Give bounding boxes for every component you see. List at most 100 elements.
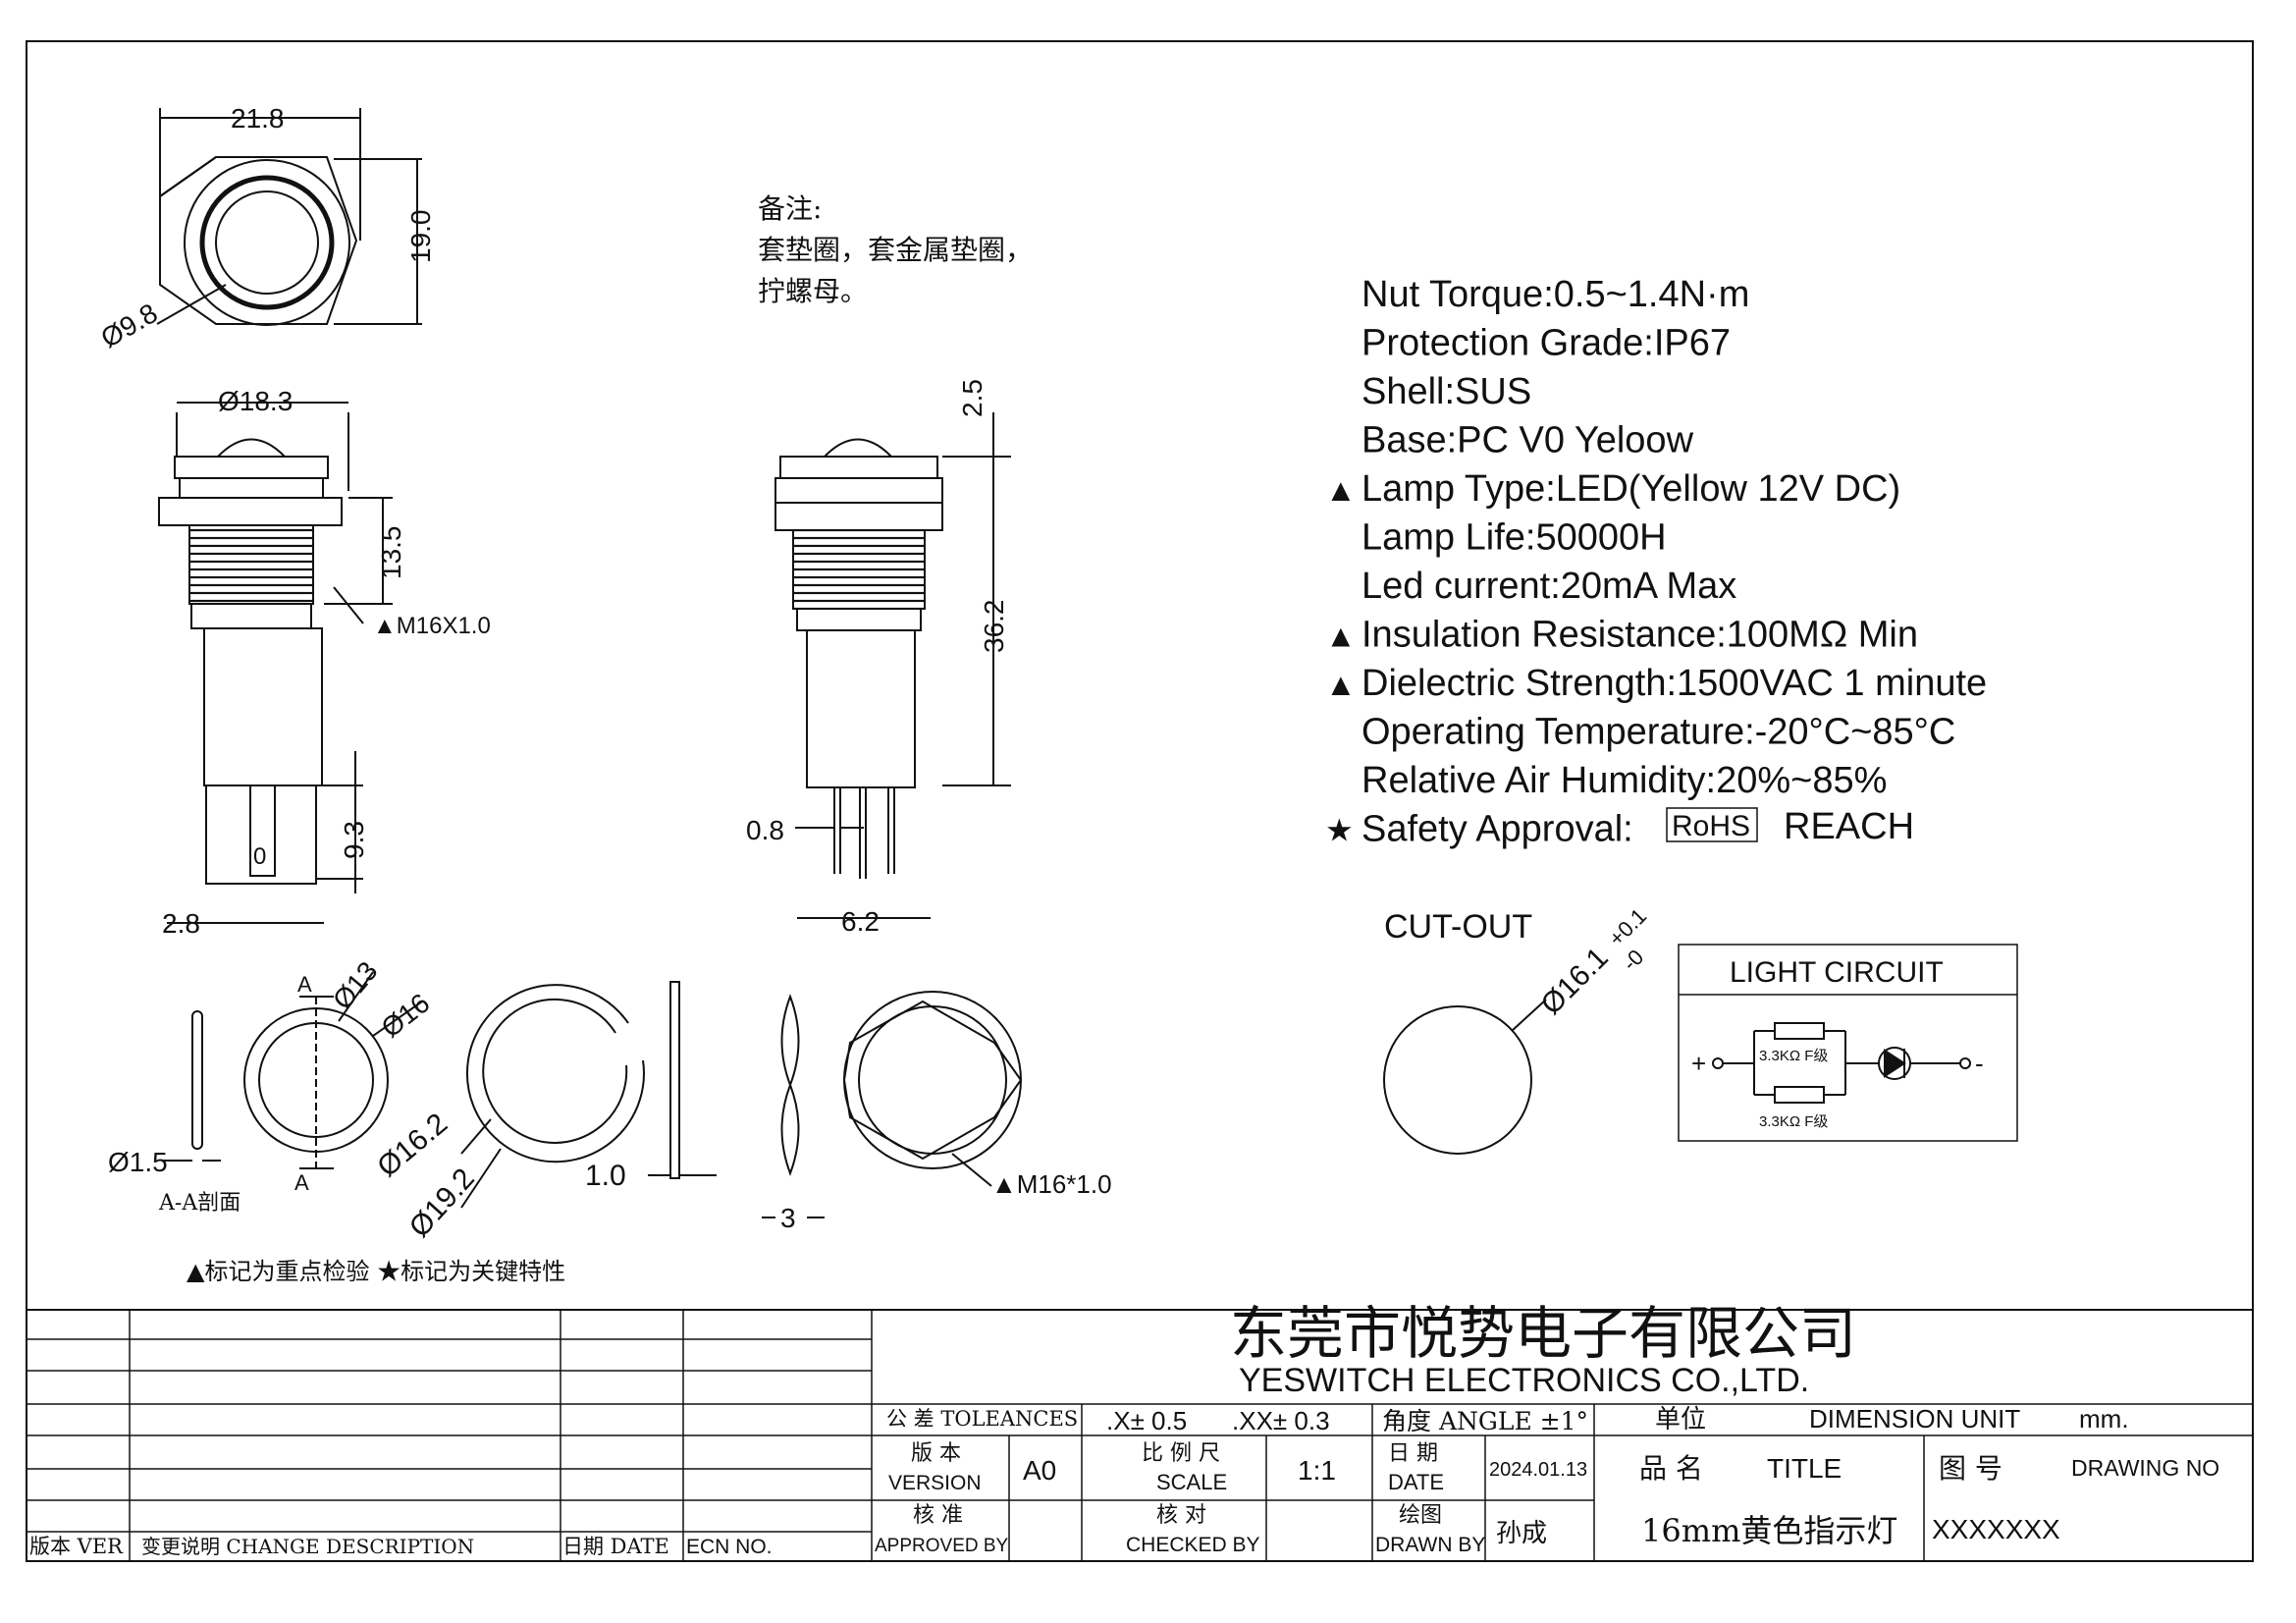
circuit-r1: 3.3KΩ F级 — [1759, 1048, 1828, 1064]
circuit-minus: - — [1975, 1049, 1984, 1078]
front-view — [774, 412, 1011, 919]
spec-mark: ▲ — [1325, 619, 1357, 654]
spec-item: Insulation Resistance:100MΩ Min — [1362, 615, 1918, 656]
drawn-cn: 绘图 — [1399, 1503, 1442, 1528]
spec-item: Lamp Type:LED(Yellow 12V DC) — [1362, 468, 1900, 510]
reach-label: REACH — [1784, 806, 1914, 847]
spec-mark: ▲ — [1325, 667, 1357, 702]
section-a-top: A — [297, 972, 312, 997]
tol-angle: 角度 ANGLE ±1° — [1382, 1407, 1588, 1435]
circuit-plus: + — [1691, 1049, 1706, 1078]
company-en: YESWITCH ELECTRONICS CO.,LTD. — [1239, 1362, 1809, 1399]
side-thread-len: 13.5 — [376, 526, 406, 580]
unit-en: DIMENSION UNIT — [1809, 1404, 2020, 1434]
name-cn: 品 名 — [1639, 1452, 1703, 1485]
legend-text: ▲标记为重点检验 ★标记为关键特性 — [187, 1258, 565, 1285]
top-height-dim: 19.0 — [405, 210, 436, 264]
ring-outer-dia: Ø19.2 — [403, 1163, 481, 1244]
unit-cn: 单位 — [1655, 1405, 1706, 1434]
notes-line2: 拧螺母。 — [758, 275, 868, 307]
spec-item: Nut Torque:0.5~1.4N·m — [1362, 274, 1749, 315]
sheet-border — [26, 40, 2254, 1562]
cutout-title: CUT-OUT — [1384, 908, 1532, 946]
cutout-tol-plus: +0.1 — [1604, 903, 1651, 950]
cutout-dia: Ø16.1 — [1535, 942, 1615, 1021]
scale-cn: 比 例 尺 — [1142, 1441, 1220, 1466]
front-pin-pitch: 6.2 — [841, 906, 880, 937]
parts-row — [162, 971, 1023, 1218]
ring-thickness: 1.0 — [585, 1160, 626, 1192]
rohs-label: RoHS — [1672, 810, 1750, 842]
date-cn: 日 期 — [1388, 1441, 1438, 1466]
title-block-grid — [27, 1310, 2253, 1561]
front-pin-w: 0.8 — [746, 815, 784, 845]
top-view — [156, 108, 422, 326]
spec-item: Dielectric Strength:1500VAC 1 minute — [1362, 663, 1987, 704]
circuit-r2: 3.3KΩ F级 — [1759, 1113, 1828, 1130]
front-dome-h: 2.5 — [957, 379, 988, 417]
washer-outer-dia: Ø16 — [376, 988, 436, 1044]
side-thread-spec: ▲M16X1.0 — [373, 613, 491, 639]
drawn-en: DRAWN BY — [1375, 1534, 1485, 1556]
tol-x: .X± 0.5 — [1106, 1406, 1187, 1435]
version-en: VERSION — [888, 1472, 982, 1494]
side-pin-label: 0 — [253, 843, 266, 870]
company-cn: 东莞市悦势电子有限公司 — [1230, 1300, 1856, 1367]
approved-en: APPROVED BY — [875, 1536, 1009, 1556]
scale-val: 1:1 — [1298, 1455, 1336, 1486]
cutout-circle — [1383, 1005, 1532, 1155]
date-en: DATE — [1388, 1470, 1444, 1494]
circuit-title: LIGHT CIRCUIT — [1730, 956, 1944, 989]
spec-mark: ▲ — [1325, 472, 1357, 508]
title-en: TITLE — [1767, 1453, 1842, 1484]
washer-inner-dia: Ø13 — [327, 955, 384, 1014]
nut-thread: ▲M16*1.0 — [991, 1169, 1112, 1199]
spring-thickness: 3 — [780, 1203, 796, 1233]
spec-item: Safety Approval: — [1362, 809, 1633, 850]
notes-line1: 套垫圈，套金属垫圈， — [758, 234, 1033, 266]
date-val: 2024.01.13 — [1489, 1459, 1587, 1481]
spec-item: Base:PC V0 Yeloow — [1362, 420, 1694, 461]
dwg-no: XXXXXXX — [1932, 1514, 2060, 1544]
spec-item: Lamp Life:50000H — [1362, 517, 1667, 559]
rev-desc: 变更说明 CHANGE DESCRIPTION — [141, 1535, 474, 1558]
tol-label: 公 差 TOLEANCES — [886, 1407, 1078, 1431]
oring-dia: Ø1.5 — [108, 1147, 168, 1177]
dwg-cn: 图 号 — [1939, 1452, 2002, 1485]
rohs-box — [1666, 807, 1758, 842]
side-pin-len: 9.3 — [339, 821, 369, 859]
checked-cn: 核 对 — [1156, 1503, 1206, 1528]
spec-item: Operating Temperature:-20°C~85°C — [1362, 712, 1955, 753]
drawn-val: 孙成 — [1496, 1519, 1547, 1548]
light-circuit — [1678, 944, 2018, 1142]
ring-inner-dia: Ø16.2 — [371, 1108, 454, 1184]
dwg-en: DRAWING NO — [2071, 1455, 2219, 1481]
spec-item: Shell:SUS — [1362, 371, 1531, 412]
scale-en: SCALE — [1156, 1470, 1227, 1494]
product-name: 16mm黄色指示灯 — [1641, 1512, 1897, 1549]
front-body-h: 36.2 — [979, 600, 1009, 654]
unit-val: mm. — [2079, 1404, 2129, 1434]
tol-xx: .XX± 0.3 — [1232, 1406, 1330, 1435]
section-label: A-A剖面 — [158, 1191, 240, 1216]
rev-date: 日期 DATE — [562, 1535, 669, 1558]
top-width-dim: 21.8 — [231, 103, 285, 134]
top-dia-dim: Ø9.8 — [96, 298, 163, 353]
checked-en: CHECKED BY — [1126, 1534, 1260, 1556]
notes-title: 备注: — [758, 192, 822, 225]
spec-item: Led current:20mA Max — [1362, 566, 1736, 607]
section-a-bottom: A — [294, 1170, 309, 1195]
side-pin-gap: 2.8 — [162, 908, 200, 939]
version-val: A0 — [1023, 1455, 1056, 1486]
spec-item: Relative Air Humidity:20%~85% — [1362, 760, 1887, 801]
approved-cn: 核 准 — [913, 1503, 963, 1528]
side-view — [158, 402, 393, 924]
side-head-dia: Ø18.3 — [218, 386, 293, 416]
spec-item: Protection Grade:IP67 — [1362, 323, 1731, 364]
spec-mark: ★ — [1325, 813, 1354, 848]
version-cn: 版 本 — [911, 1441, 961, 1466]
rev-ecn: ECN NO. — [686, 1536, 773, 1558]
rev-ver: 版本 VER — [29, 1535, 124, 1558]
